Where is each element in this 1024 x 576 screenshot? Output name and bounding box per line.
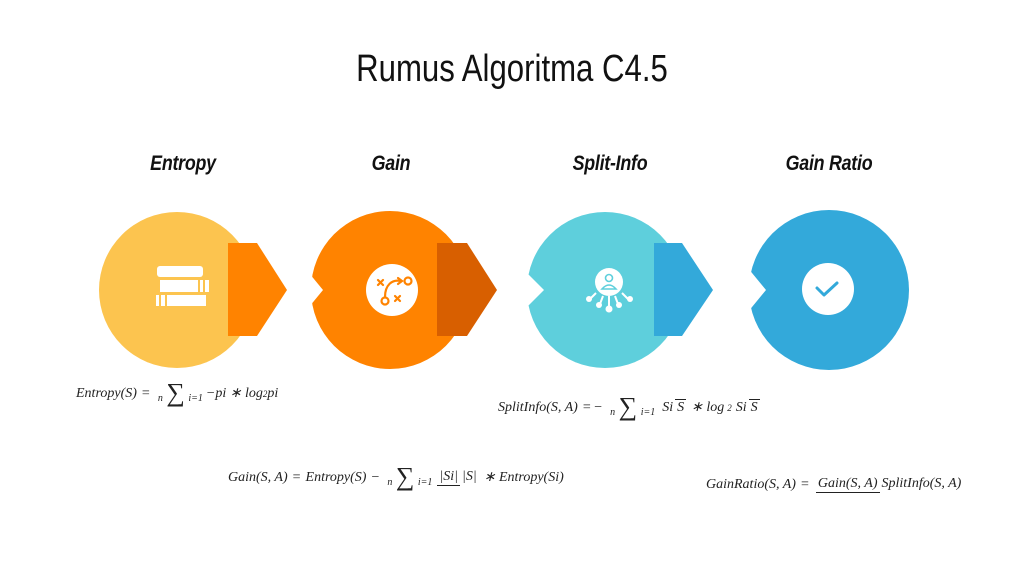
fraction: |Si||S|	[437, 468, 478, 487]
denominator: S	[748, 398, 760, 415]
entropy-term: Entropy(S)	[305, 469, 367, 485]
equals-sign: =	[800, 476, 809, 492]
numerator: Si	[735, 399, 747, 415]
sum-lower: i=1	[640, 407, 656, 418]
user-network-icon	[586, 268, 633, 313]
formula-mid: ∗ log	[691, 400, 725, 415]
sigma: ∑	[618, 392, 638, 421]
numerator: Gain(S, A)	[815, 476, 880, 494]
sum-upper: n	[157, 393, 163, 404]
numerator: |Si|	[437, 469, 461, 487]
gain-ratio-formula: GainRatio(S, A) = Gain(S, A)SplitInfo(S,…	[706, 476, 965, 494]
formula-lhs: GainRatio(S, A)	[706, 476, 796, 492]
formula-lhs: SplitInfo(S, A)	[498, 399, 578, 415]
equals-sign: =	[141, 385, 150, 401]
sum-lower: i=1	[417, 477, 433, 488]
sum-upper: n	[387, 477, 393, 488]
formula-lhs: Gain(S, A)	[228, 469, 288, 485]
summation: n ∑ i=1	[387, 462, 433, 491]
minus-sign: −	[371, 469, 380, 485]
formula-body: −pi ∗ log	[205, 386, 263, 401]
formula-lhs: Entropy(S)	[76, 385, 137, 401]
summation: n ∑ i=1	[610, 392, 656, 421]
notch	[516, 262, 544, 318]
notch	[300, 262, 323, 318]
sum-lower: i=1	[188, 393, 203, 404]
log-base: 2	[262, 388, 268, 399]
step-label-gain-ratio: Gain Ratio	[785, 152, 873, 175]
strategy-icon	[366, 264, 418, 316]
page-title: Rumus Algoritma C4.5	[356, 48, 668, 90]
chevron-arrow	[228, 243, 287, 336]
step-label-gain: Gain	[371, 152, 411, 175]
chevron-arrow	[654, 243, 713, 336]
gain-formula: Gain(S, A) = Entropy(S) − n ∑ i=1 |Si||S…	[228, 462, 564, 491]
denominator: SplitInfo(S, A)	[881, 476, 962, 491]
sum-upper: n	[610, 407, 616, 418]
denominator: |S|	[462, 468, 477, 484]
step-label-entropy: Entropy	[150, 152, 216, 175]
numerator: Si	[662, 399, 674, 415]
denominator: S	[675, 398, 687, 415]
notch	[743, 262, 766, 318]
formula-tail: pi	[267, 385, 279, 401]
sigma: ∑	[166, 378, 185, 407]
books-icon	[156, 266, 209, 306]
step-label-split-info: Split-Info	[572, 152, 648, 175]
check-icon	[802, 263, 854, 315]
equals-sign: =	[292, 469, 301, 485]
summation: n ∑ i=1	[157, 378, 203, 407]
log-base: 2	[727, 402, 732, 413]
sigma: ∑	[395, 462, 415, 491]
formula-tail: ∗ Entropy(Si)	[483, 470, 564, 485]
fraction: Gain(S, A)SplitInfo(S, A)	[815, 476, 963, 494]
chevron-arrow	[437, 243, 497, 336]
equals-sign: = −	[582, 399, 603, 415]
